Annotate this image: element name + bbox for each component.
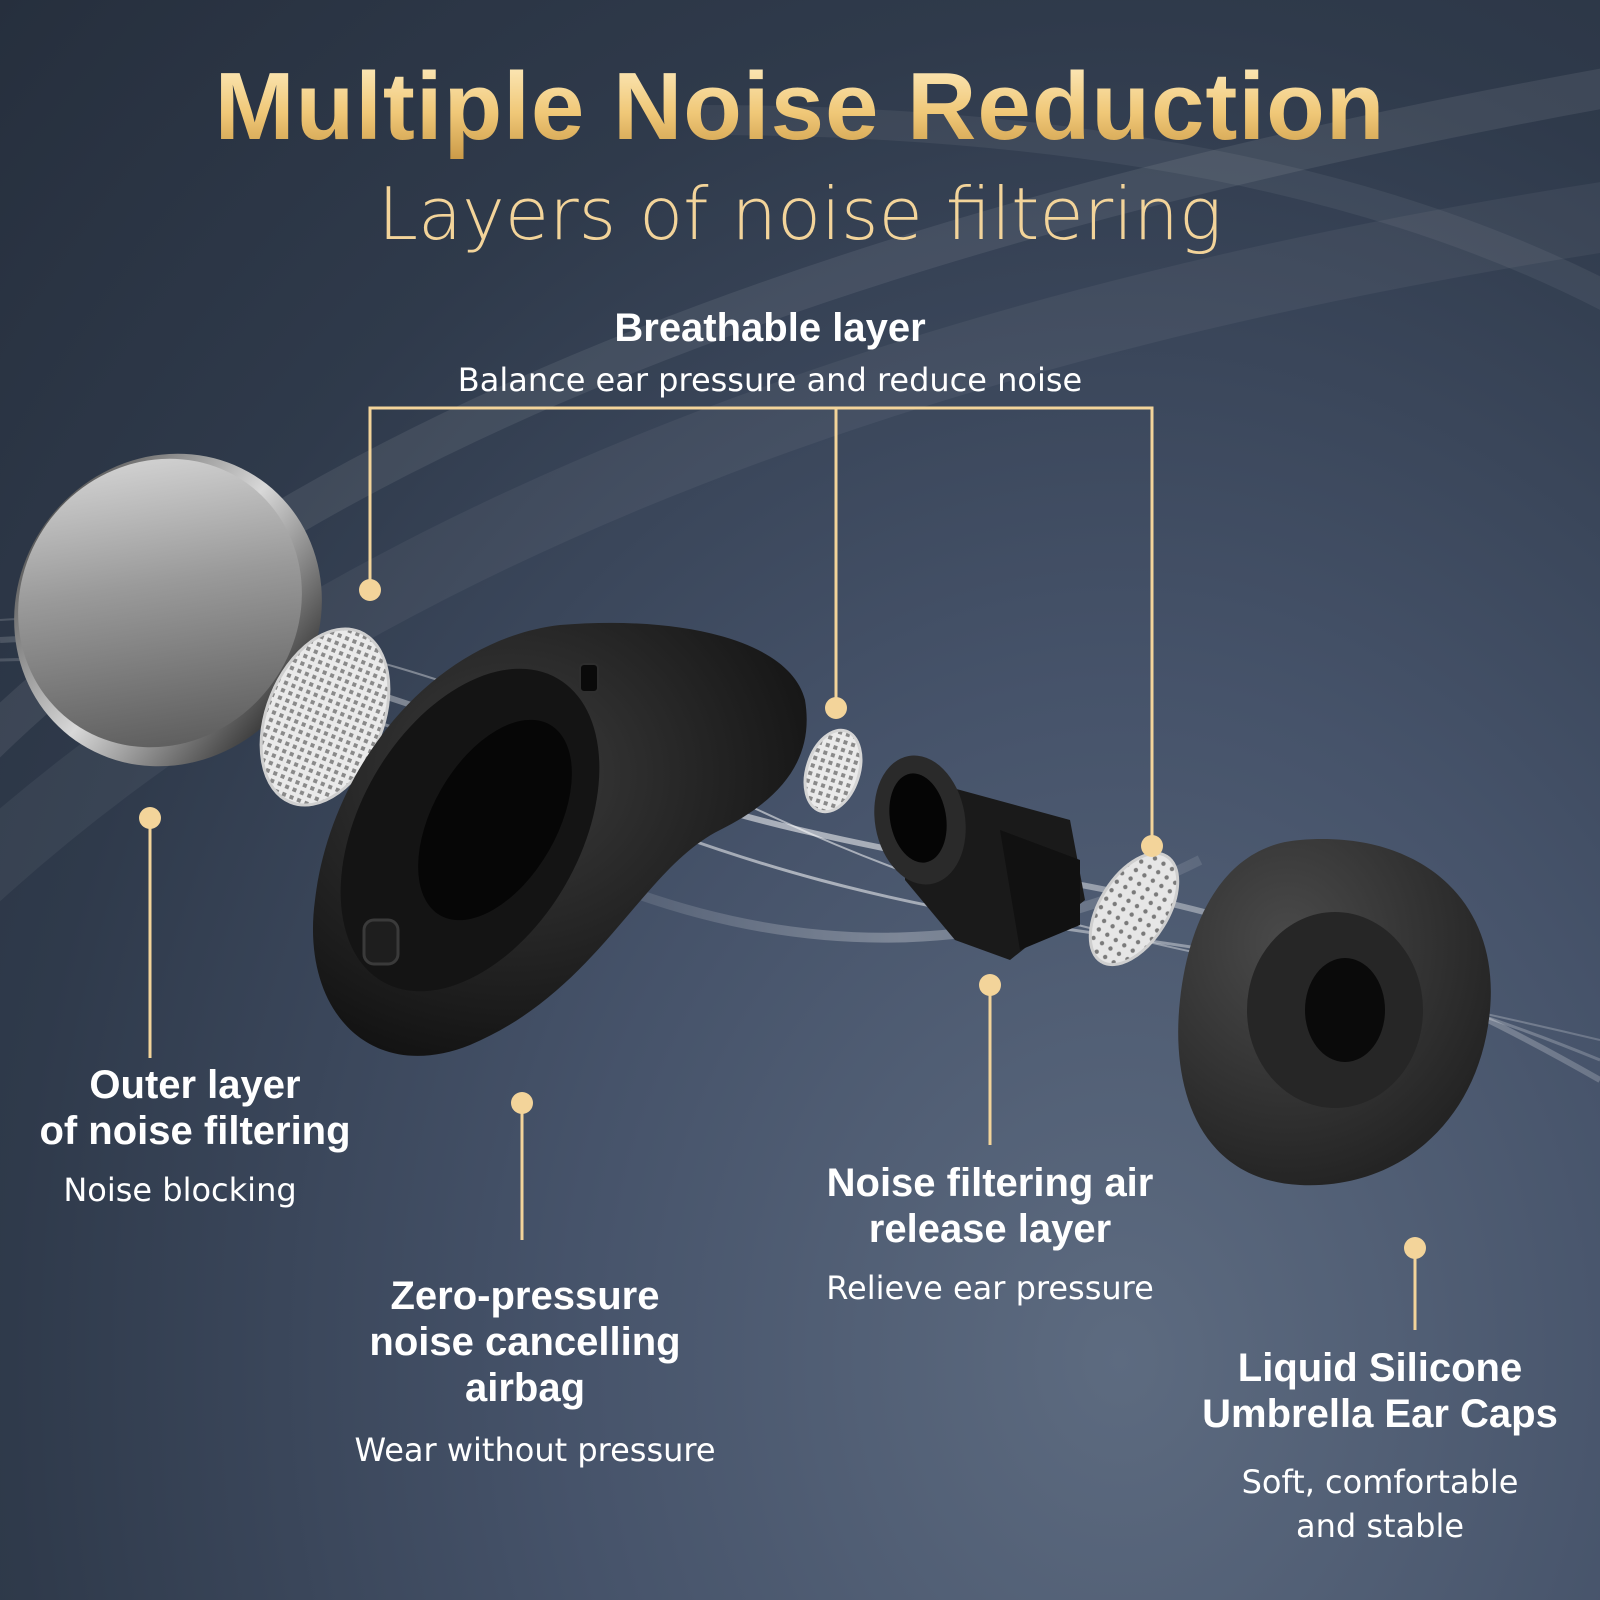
earplug-body: [312, 622, 807, 1056]
air-release-desc: Relieve ear pressure: [826, 1269, 1154, 1307]
mesh-disc-small: [803, 728, 863, 814]
subtitle: Layers of noise filtering: [377, 172, 1223, 256]
ear-caps-heading: Liquid Silicone Umbrella Ear Caps: [1202, 1346, 1558, 1436]
zero-pressure-desc: Wear without pressure: [354, 1431, 716, 1469]
ear-caps-desc: Soft, comfortable and stable: [1241, 1463, 1519, 1545]
outer-layer-heading: Outer layer of noise filtering: [39, 1063, 351, 1153]
zero-pressure-heading: Zero-pressure noise cancelling airbag: [369, 1274, 681, 1410]
air-release-stem: [874, 755, 1085, 960]
umbrella-ear-cap: [1178, 839, 1491, 1186]
outer-layer-desc: Noise blocking: [63, 1171, 297, 1209]
callout-lines: [148, 406, 1417, 1330]
breathable-layer-heading: Breathable layer: [614, 306, 926, 350]
air-release-heading: Noise filtering air release layer: [826, 1161, 1154, 1251]
mesh-disc-large: [259, 627, 391, 807]
outer-metal-disc: [14, 453, 322, 767]
callout-dots: [139, 579, 1426, 1259]
breathable-layer-desc: Balance ear pressure and reduce noise: [457, 361, 1083, 399]
dotted-filter-disc: [1088, 851, 1180, 967]
main-title: Multiple Noise Reduction: [0, 52, 1600, 162]
